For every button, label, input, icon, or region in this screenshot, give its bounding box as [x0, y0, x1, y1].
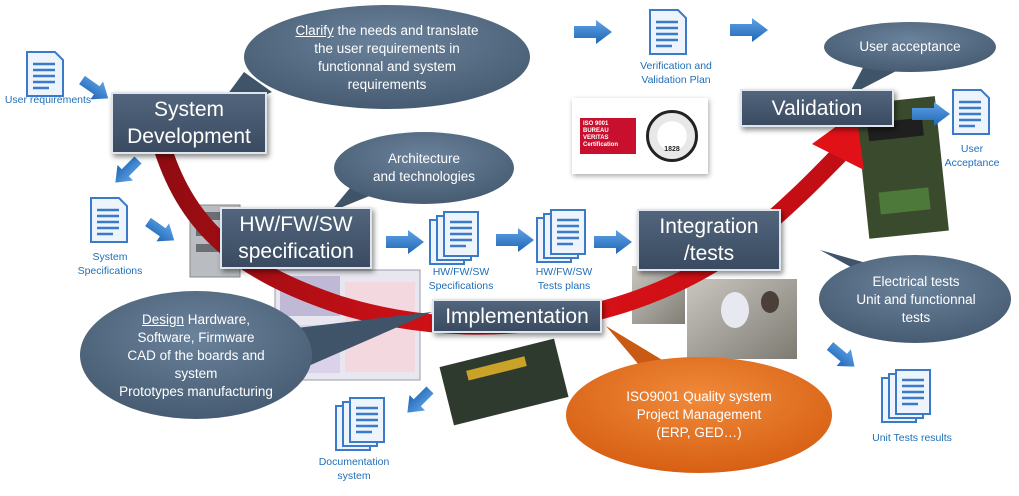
doc-icon-user-acceptance	[952, 89, 990, 135]
quality-line-1: ISO9001 Quality system	[626, 389, 772, 404]
quality-line-3: (ERP, GED…)	[656, 425, 742, 440]
system-specifications-label: System Specifications	[77, 251, 143, 277]
unit-tests-results-label: Unit Tests results	[872, 432, 952, 444]
doc-stack-tests-plans	[536, 209, 586, 263]
bureau-veritas-seal-icon: 1828	[646, 110, 698, 162]
design-line-3: system	[174, 366, 218, 381]
design-line-4: Prototypes manufacturing	[119, 384, 273, 399]
arrow-tests-to-unitresults	[826, 342, 855, 367]
iso-certification-badge: ISO 9001 BUREAU VERITAS Certification 18…	[572, 98, 708, 174]
certifier-name: BUREAU VERITAS	[583, 128, 609, 141]
iso-red-label: ISO 9001 BUREAU VERITAS Certification	[580, 118, 636, 154]
arrow-impl-to-docsystem	[407, 386, 434, 413]
architecture-line-1: Architecture	[387, 151, 461, 166]
quality-bubble-text: ISO9001 Quality system Project Managemen…	[594, 384, 804, 446]
design-bubble-text: Design Hardware, Software, Firmware CAD …	[92, 306, 300, 406]
doc-stack-hw-specifications	[429, 211, 479, 265]
user-acceptance-bubble-text: User acceptance	[830, 34, 990, 60]
arrow-sysspec-to-hwspec	[145, 217, 175, 242]
bubble-shapes	[80, 5, 1011, 473]
design-line-1: Software, Firmware	[137, 330, 255, 345]
doc-icon-system-specifications	[90, 197, 128, 243]
system-development-box: System Development	[111, 92, 267, 154]
hw-fw-sw-specification-box: HW/FW/SW specification	[220, 207, 372, 269]
tests-bubble-text: Electrical tests Unit and functionnal te…	[830, 272, 1002, 328]
hw-fw-sw-tests-plans-label: HW/FW/SW Tests plans	[535, 266, 593, 292]
design-line-2: CAD of the boards and	[127, 348, 265, 363]
doc-stack-documentation	[335, 397, 385, 451]
validation-box: Validation	[740, 89, 894, 127]
quality-line-2: Project Management	[636, 407, 762, 422]
verification-plan-label: Verification and Validation Plan	[640, 60, 712, 86]
flow-arrows	[79, 18, 950, 413]
prototype-board-image	[439, 338, 569, 426]
integration-tests-box: Integration /tests	[637, 209, 781, 271]
user-requirements-label: User requirements	[4, 94, 92, 106]
design-rest: Hardware,	[184, 312, 251, 327]
doc-icon-verification-plan	[649, 9, 687, 55]
clarify-line-2: functionnal and system	[317, 59, 457, 74]
tests-line-3: tests	[901, 310, 931, 325]
arrow-specs-to-testplans	[496, 228, 534, 252]
arrow-top-2	[730, 18, 768, 42]
document-icons	[26, 9, 990, 451]
doc-icon-user-requirements	[26, 51, 64, 97]
clarify-line-3: requirements	[347, 77, 427, 92]
user-acceptance-line: User acceptance	[859, 39, 961, 54]
certification-type: Certification	[583, 142, 619, 148]
clarify-line-1: the user requirements in	[314, 41, 460, 56]
arrow-top-1	[574, 20, 612, 44]
documentation-system-label: Documentation system	[318, 456, 390, 482]
seal-year: 1828	[664, 146, 680, 153]
architecture-line-2: and technologies	[372, 169, 476, 184]
tests-line-1: Electrical tests	[872, 274, 960, 289]
clarify-bubble-text: Clarify the needs and translate the user…	[254, 14, 520, 102]
user-acceptance-doc-label: User Acceptance	[944, 143, 1000, 169]
architecture-bubble-text: Architecture and technologies	[344, 144, 504, 192]
design-underlined: Design	[141, 312, 184, 327]
implementation-box: Implementation	[432, 299, 602, 333]
tests-line-2: Unit and functionnal	[856, 292, 976, 307]
arrow-validation-to-useracc	[912, 102, 950, 126]
arrow-testplans-to-integration	[594, 230, 632, 254]
clarify-underlined: Clarify	[295, 23, 334, 38]
arrow-sysdev-to-sysspec	[115, 156, 142, 183]
doc-stack-unit-tests	[881, 369, 931, 423]
clarify-rest: the needs and translate	[333, 23, 479, 38]
arrow-hwspec-to-specs	[386, 230, 424, 254]
arrow-userreq-to-sysdev	[79, 75, 109, 100]
hw-fw-sw-specifications-label: HW/FW/SW Specifications	[428, 266, 494, 292]
iso-label: ISO 9001	[583, 121, 609, 127]
